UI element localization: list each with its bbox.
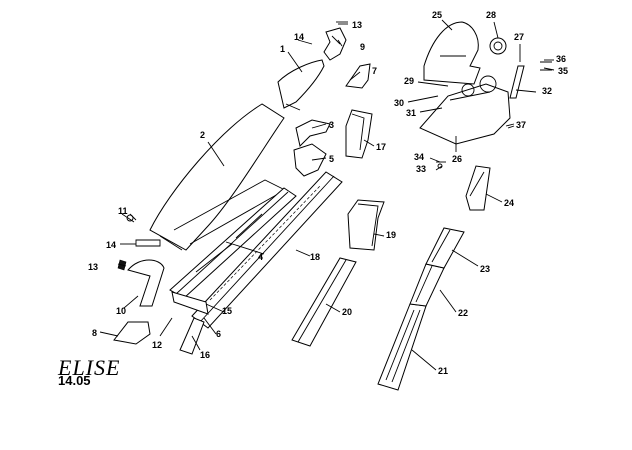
callout-28: 28 — [486, 10, 496, 20]
callout-26: 26 — [452, 154, 462, 164]
callout-labels: 1 2 3 4 5 6 7 8 9 10 11 12 13 14 15 16 1… — [88, 10, 568, 376]
callout-24: 24 — [504, 198, 514, 208]
callout-6: 6 — [216, 329, 221, 339]
callout-31: 31 — [406, 108, 416, 118]
part-bracket-5 — [293, 143, 327, 177]
callout-34: 34 — [414, 152, 424, 162]
callout-9: 9 — [360, 42, 365, 52]
callout-25: 25 — [432, 10, 442, 20]
part-bar-27 — [509, 65, 525, 99]
callout-27: 27 — [514, 32, 524, 42]
part-panel-main — [149, 103, 286, 251]
callout-leaders — [99, 19, 555, 371]
callout-12: 12 — [152, 340, 162, 350]
callout-37: 37 — [516, 120, 526, 130]
callout-4: 4 — [258, 252, 263, 262]
callout-11: 11 — [118, 206, 128, 216]
callout-30: 30 — [394, 98, 404, 108]
callout-35: 35 — [558, 66, 568, 76]
part-bracket-9 — [323, 27, 347, 61]
callout-8: 8 — [92, 328, 97, 338]
callout-23: 23 — [480, 264, 490, 274]
part-small-fasteners — [117, 21, 552, 271]
callout-36: 36 — [556, 54, 566, 64]
callout-14-top: 14 — [294, 32, 304, 42]
callout-7: 7 — [372, 66, 377, 76]
part-housing-26 — [419, 75, 511, 145]
callout-1: 1 — [280, 44, 285, 54]
part-10 — [127, 259, 165, 307]
part-tube-22 — [409, 263, 445, 307]
callout-18: 18 — [310, 252, 320, 262]
part-block-19 — [347, 199, 385, 251]
part-8 — [113, 321, 151, 345]
callout-32: 32 — [542, 86, 552, 96]
part-block-24 — [465, 165, 491, 211]
part-cover-1 — [277, 59, 325, 111]
callout-13-top: 13 — [352, 20, 362, 30]
part-tube-23 — [425, 227, 465, 269]
callout-5: 5 — [329, 154, 334, 164]
callout-16: 16 — [200, 350, 210, 360]
callout-22: 22 — [458, 308, 468, 318]
callout-3: 3 — [329, 120, 334, 130]
part-block-17 — [345, 109, 373, 159]
callout-20: 20 — [342, 307, 352, 317]
brand-logo: ELISE — [58, 355, 121, 380]
callout-17: 17 — [376, 142, 386, 152]
callout-15: 15 — [222, 306, 232, 316]
figure-reference: 14.05 — [58, 373, 91, 388]
callout-21: 21 — [438, 366, 448, 376]
part-housing-25 — [423, 21, 481, 85]
part-tube-21 — [377, 303, 427, 391]
part-bracket-3 — [295, 119, 331, 147]
callout-19: 19 — [386, 230, 396, 240]
callout-29: 29 — [404, 76, 414, 86]
part-ring-28 — [489, 37, 507, 55]
callout-14-left: 14 — [106, 240, 116, 250]
callout-13-left: 13 — [88, 262, 98, 272]
callout-2: 2 — [200, 130, 205, 140]
callout-33: 33 — [416, 164, 426, 174]
part-slab-20 — [291, 257, 357, 347]
callout-10: 10 — [116, 306, 126, 316]
part-7 — [345, 63, 371, 89]
part-15 — [171, 291, 209, 315]
